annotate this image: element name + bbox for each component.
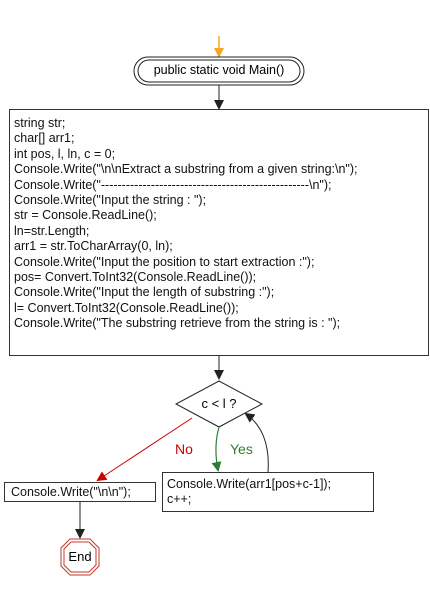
code-line: l= Convert.ToInt32(Console.ReadLine()); xyxy=(14,300,239,315)
loop-body-block: Console.Write(arr1[pos+c-1]); c++; xyxy=(162,472,374,512)
start-node-inner xyxy=(137,59,301,83)
code-line: char[] arr1; xyxy=(14,131,75,146)
yes-label: Yes xyxy=(230,441,253,457)
loop-back-arrow xyxy=(244,412,269,473)
code-block: string str; char[] arr1; int pos, l, ln,… xyxy=(9,109,429,356)
code-line: Console.Write("\n\nExtract a substring f… xyxy=(14,162,358,177)
loop-body-line: Console.Write(arr1[pos+c-1]); xyxy=(167,477,332,491)
end-node-inner xyxy=(63,541,97,573)
start-label: public static void Main() xyxy=(153,63,285,77)
loop-body-line: c++; xyxy=(167,492,192,507)
code-line: int pos, l, ln, c = 0; xyxy=(14,146,116,161)
decision-label: c < l ? xyxy=(201,396,237,411)
code-line: Console.Write("The substring retrieve fr… xyxy=(14,316,341,331)
code-line: ln=str.Length; xyxy=(14,223,90,238)
code-line: Console.Write("Input the string : "); xyxy=(14,192,207,207)
code-line: string str; xyxy=(14,116,66,130)
no-branch-statement: Console.Write("\n\n"); xyxy=(4,482,156,502)
end-label: End xyxy=(68,549,92,564)
no-arrow xyxy=(96,417,193,482)
yes-arrow xyxy=(211,426,222,472)
code-line: Console.Write("Input the position to sta… xyxy=(14,254,315,269)
code-line: Console.Write("-------------------------… xyxy=(14,177,332,192)
code-line: arr1 = str.ToCharArray(0, ln); xyxy=(14,239,173,254)
no-label: No xyxy=(175,441,193,457)
code-line: Console.Write("Input the length of subst… xyxy=(14,285,275,300)
no-branch-code: Console.Write("\n\n"); xyxy=(11,485,131,499)
code-line: str = Console.ReadLine(); xyxy=(14,208,157,223)
code-line: pos= Convert.ToInt32(Console.ReadLine())… xyxy=(14,269,257,284)
end-node-outer xyxy=(60,538,100,576)
